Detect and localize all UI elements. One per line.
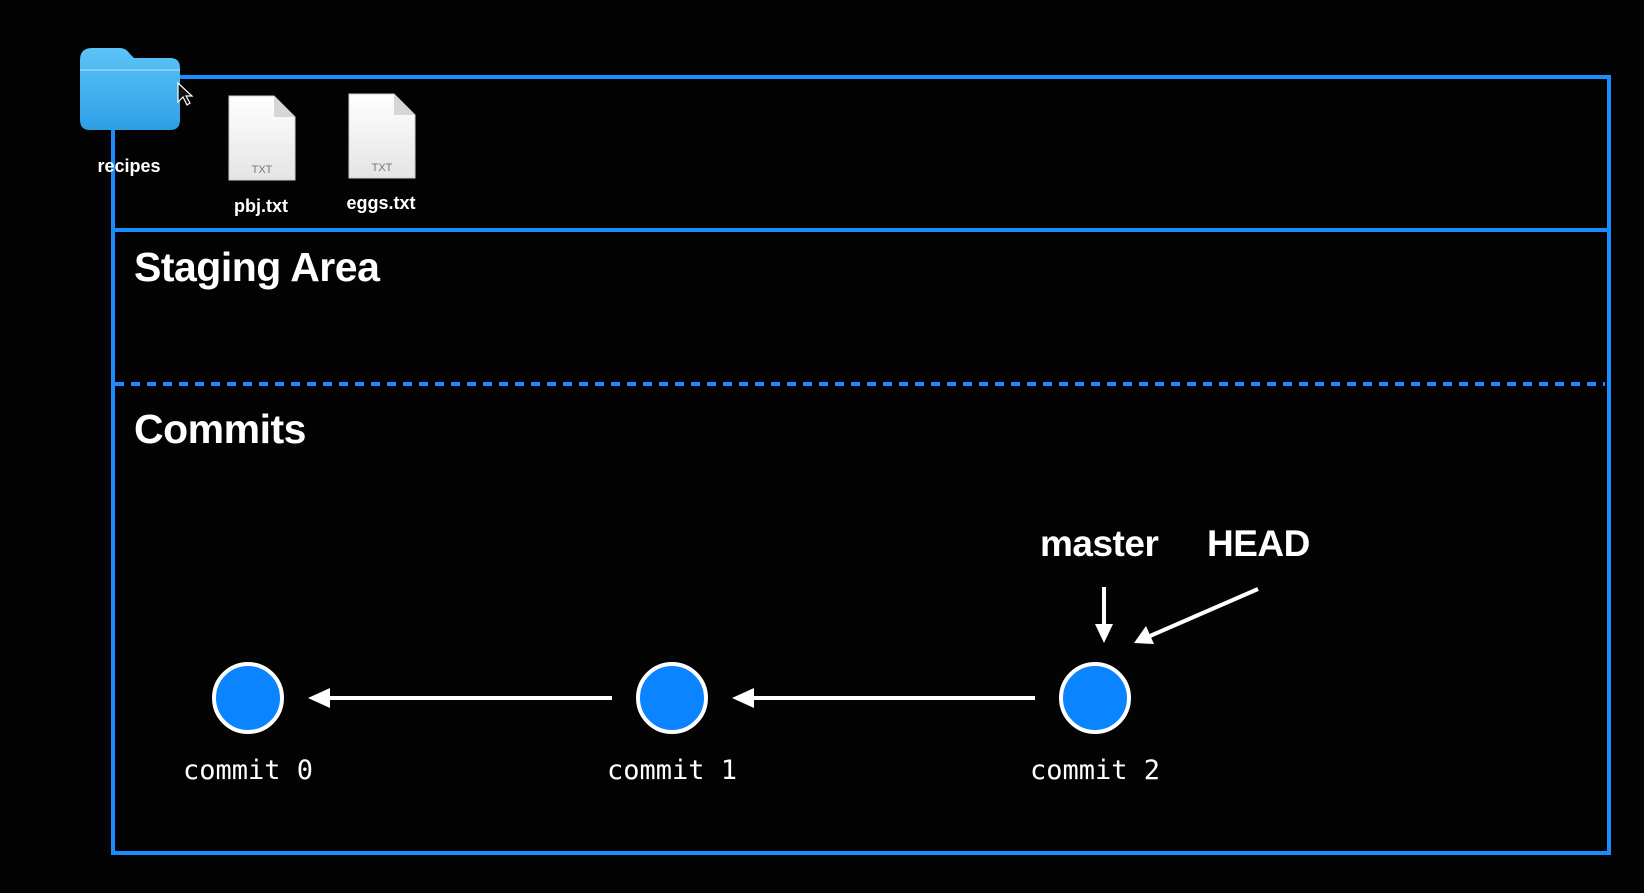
folder-label: recipes	[97, 156, 161, 176]
arrow-head	[1134, 626, 1154, 644]
file-label-eggs: eggs.txt	[346, 193, 416, 213]
head-label: HEAD	[1207, 523, 1310, 564]
folder-icon[interactable]	[80, 48, 180, 130]
head-pointer-arrow	[1149, 587, 1259, 638]
arrow-head	[1095, 624, 1113, 643]
arrow-head	[308, 688, 330, 708]
commit-label: commit 2	[1029, 755, 1161, 786]
commit-label: commit 1	[606, 755, 738, 786]
pointer-arrows	[1095, 587, 1259, 644]
branch-label-master: master	[1040, 523, 1159, 564]
commit-node[interactable]	[1059, 662, 1131, 734]
mouse-cursor-icon	[177, 81, 194, 106]
commit-arrows	[308, 688, 1035, 708]
commits-title: Commits	[134, 406, 306, 452]
repository-box	[111, 75, 1611, 855]
commit-node[interactable]	[636, 662, 708, 734]
txt-badge: TXT	[372, 162, 393, 174]
txt-file-icon[interactable]: TXT	[348, 93, 416, 179]
file-label-pbj: pbj.txt	[234, 196, 288, 216]
commit-label: commit 0	[182, 755, 314, 786]
arrow-head	[732, 688, 754, 708]
txt-file-icon[interactable]: TXT	[228, 95, 296, 181]
txt-badge: TXT	[252, 164, 273, 176]
commit-node[interactable]	[212, 662, 284, 734]
staging-area-title: Staging Area	[134, 244, 380, 290]
